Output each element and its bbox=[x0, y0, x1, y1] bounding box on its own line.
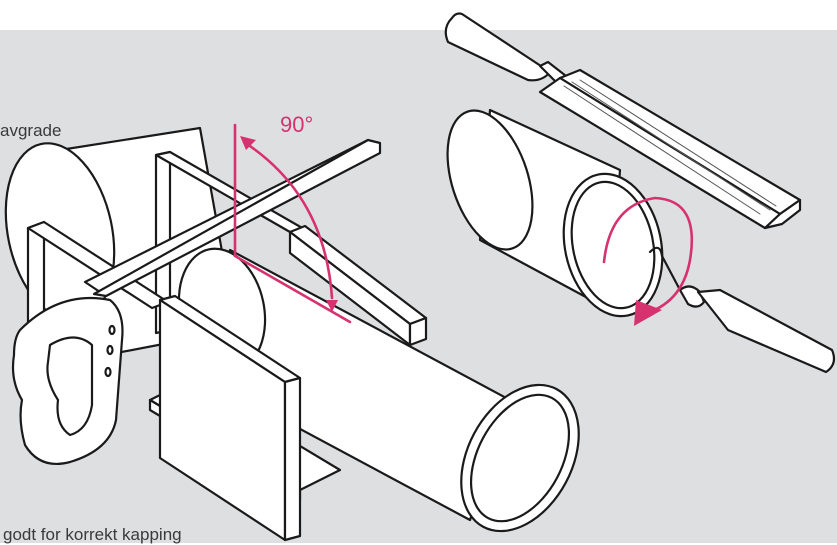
saw-blade bbox=[83, 138, 382, 298]
cutting-label: godt for korrekt kapping bbox=[3, 525, 182, 544]
angle-label: 90° bbox=[280, 112, 314, 137]
rotation-arrow-icon bbox=[602, 196, 694, 317]
deburring-tool-icon bbox=[648, 246, 836, 374]
hand-saw-icon bbox=[11, 296, 124, 466]
deburr-label: avgrade bbox=[0, 121, 62, 140]
pipe-segment bbox=[446, 108, 664, 318]
flat-file-icon bbox=[444, 12, 802, 230]
miter-box-front-wall bbox=[158, 294, 302, 542]
right-angle-icon bbox=[233, 123, 352, 324]
